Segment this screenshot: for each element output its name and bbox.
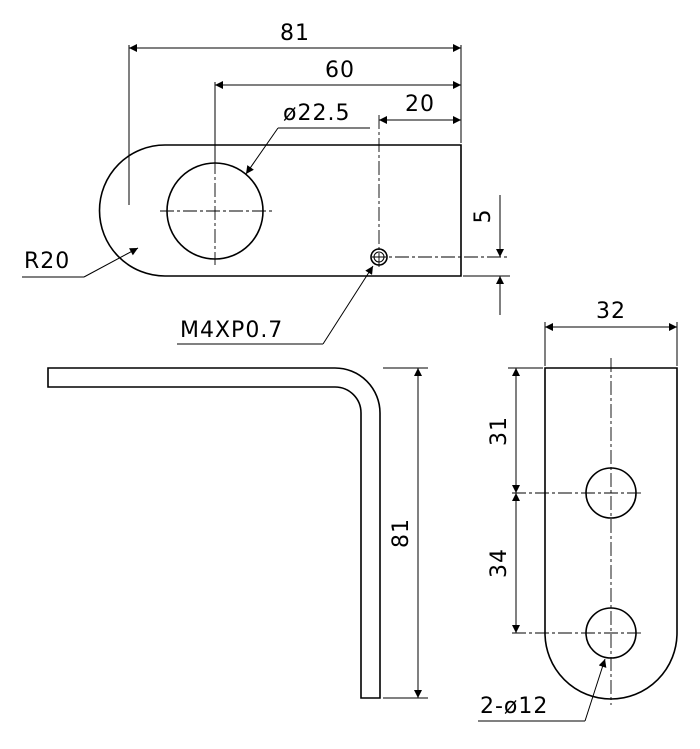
dim-hole-diameter: ø22.5	[283, 101, 350, 126]
dim-width: 32	[596, 299, 626, 324]
bent-profile-outline	[47, 367, 381, 699]
dim-upper-hole-offset: 31	[487, 416, 512, 446]
front-view: 32 31 34 2-ø12	[478, 299, 678, 722]
dim-height: 81	[389, 518, 414, 548]
dim-tap-thread: M4XP0.7	[180, 318, 283, 343]
leader-end-radius	[83, 247, 139, 278]
dim-hole-spacing: 34	[487, 548, 512, 578]
dim-hole-position: 60	[325, 58, 355, 83]
dim-end-radius: R20	[24, 249, 70, 274]
leader-tap-thread	[322, 265, 374, 345]
plate-outline	[98, 144, 462, 277]
side-view: 81	[47, 367, 428, 699]
dim-overall-width: 81	[280, 21, 310, 46]
leader-hole-diameter	[245, 127, 279, 175]
leg-outline	[544, 367, 678, 700]
dim-tap-offset: 5	[471, 209, 496, 224]
dim-tap-position: 20	[405, 92, 435, 117]
leader-holes	[584, 658, 607, 722]
dim-holes: 2-ø12	[480, 694, 548, 719]
top-view: 81 60 20 ø22.5 R20 5 M4XP0.7	[22, 21, 510, 345]
